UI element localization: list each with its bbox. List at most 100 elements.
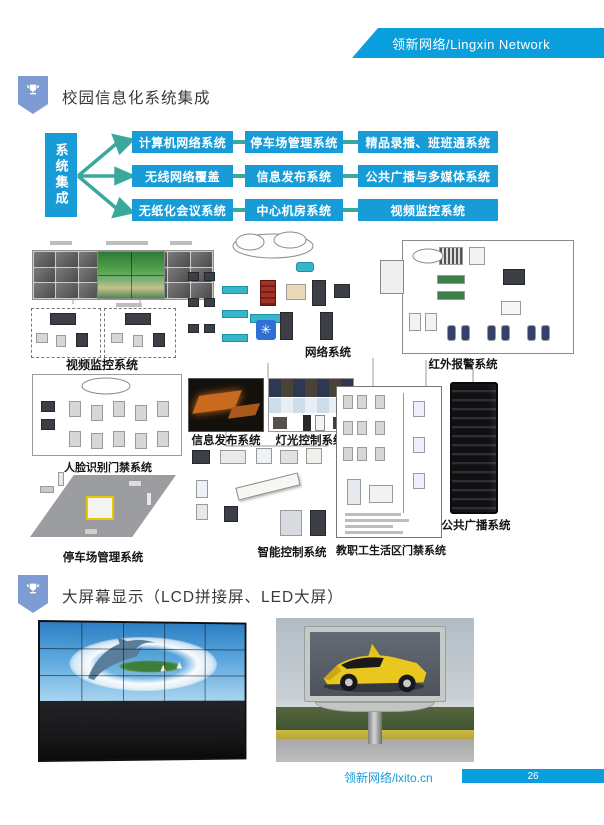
lamp-thumbs-light [269,397,353,414]
switch-stack-glyph [222,334,248,342]
led-screen-frame [304,626,446,702]
detector-glyph [461,325,470,341]
section1-shield-icon [18,76,48,114]
device-glyph [220,450,246,464]
gsm-cloud-icon [412,248,444,264]
flow-box-r2c3: 公共广播与多媒体系统 [358,165,498,187]
dvr-glyph [125,313,151,325]
divider-line [403,393,404,513]
label-public-broadcast: 公共广播系统 [441,520,511,532]
alarm-card-glyph [469,247,485,265]
circuit-board-glyph [437,291,465,300]
road [276,738,474,762]
detector-glyph [541,325,550,341]
core-router-icon: ✳ [256,320,276,340]
monitor-glyph [41,419,55,430]
detector-glyph [501,325,510,341]
reader-glyph [113,401,125,417]
camera-glyph [56,335,66,347]
barrier-gate-glyph [58,472,64,486]
intercom-glyph [413,473,425,489]
monitor-glyph [503,269,525,285]
server-tower-glyph [320,312,333,340]
dvr-group-1 [31,308,101,358]
label-info-publish: 信息发布系统 [191,435,261,447]
parking-booth [86,496,114,520]
flow-connector [233,140,245,144]
lamp-photo-glyph [273,417,287,429]
camera-glyph [133,335,143,347]
detector-glyph [447,325,456,341]
footer-site: 领新网络/lxito.cn [344,771,433,785]
footer-page-bar: 26 [462,769,604,783]
car-glyph [40,486,54,493]
lamp-photo-glyph [315,415,325,431]
server-tower-glyph [280,312,293,340]
lcd-screen [39,622,245,701]
lcd-grid-lines [39,622,245,701]
lcd-wall-photo [30,616,272,768]
lamp-thumbs-dark [269,379,353,397]
bullet-text-bar [345,513,401,516]
pc-glyph [188,324,199,333]
flow-box-r1c2: 停车场管理系统 [245,131,343,153]
face-access-panel [32,374,182,456]
tiny-caption-bar [116,303,142,307]
intercom-glyph [375,447,385,461]
pc-glyph [334,284,350,298]
device-glyph [192,450,210,464]
cloud-icon [81,377,131,395]
tiny-caption-bar [106,241,148,245]
reader-glyph [91,433,103,449]
car-glyph [128,480,142,487]
printer-glyph [501,301,521,315]
brand-text: 领新网络/Lingxin Network [392,36,551,52]
keypad-glyph [425,313,437,331]
intercom-glyph [413,437,425,453]
system-integration-diagram: 视频监控系统 ✳ 网络系统 [28,228,604,568]
label-network: 网络系统 [305,347,351,359]
monitor-glyph [153,333,165,347]
alarm-control-box [380,260,404,294]
server-pc-glyph [286,284,306,300]
page-number: 26 [527,770,539,782]
label-infrared-alarm: 红外报警系统 [428,359,498,371]
detector-glyph [527,325,536,341]
camera-glyph [36,333,48,343]
header-brand-band: 领新网络/Lingxin Network [352,28,604,58]
intercom-glyph [375,395,385,409]
lcd-wall [38,620,247,762]
intercom-glyph [343,395,353,409]
intercom-glyph [343,447,353,461]
circuit-board-glyph [437,275,465,284]
flow-source-label: 系统集成 [53,143,69,207]
reader-glyph [135,405,147,421]
tiny-caption-bar [50,241,72,245]
keypad-panel-glyph [280,510,302,536]
led-billboard-photo [276,618,474,762]
flow-box-r3c2: 中心机房系统 [245,199,343,221]
section2-shield-icon [18,575,48,613]
firewall-glyph [260,280,276,306]
console-glyph [369,485,393,503]
tiny-caption-bar [170,241,192,245]
pc-glyph [204,298,215,307]
label-face-access: 人脸识别门禁系统 [64,462,152,474]
camera-glyph [224,506,238,522]
flow-connector [233,208,245,212]
section1-title: 校园信息化系统集成 [62,90,211,107]
label-light-control: 灯光控制系统 [275,435,345,447]
intercom-glyph [413,401,425,417]
trophy-icon [26,84,40,95]
flow-connector [343,140,358,144]
intercom-glyph [375,421,385,435]
pc-glyph [188,298,199,307]
car-glyph [84,528,98,535]
internet-cloud-icon [232,231,314,259]
flow-box-r3c1: 无纸化会议系统 [132,199,233,221]
trophy-icon [26,583,40,594]
device-glyph [306,448,322,464]
reader-glyph [157,401,169,417]
pc-glyph [204,324,215,333]
